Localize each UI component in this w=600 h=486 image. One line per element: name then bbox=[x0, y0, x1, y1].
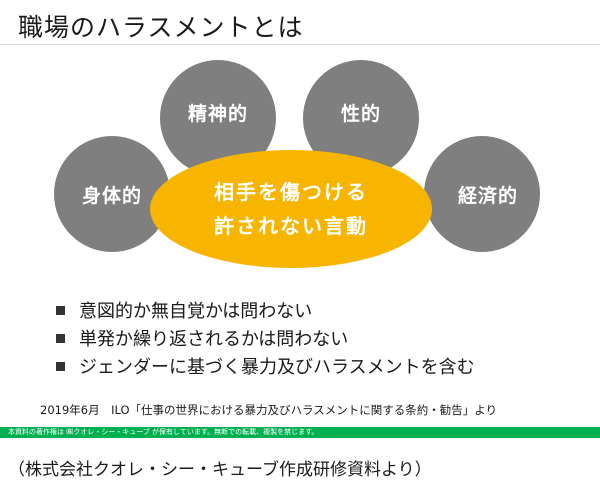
bullet-text: 意図的か無自覚かは問わない bbox=[79, 301, 313, 322]
circle-physical-label: 身体的 bbox=[81, 184, 142, 207]
center-ellipse: 相手を傷つける 許されない言動 bbox=[150, 150, 432, 268]
circle-mental: 精神的 bbox=[160, 60, 276, 176]
bullet-text: 単発か繰り返されるかは問わない bbox=[79, 329, 349, 350]
circle-mental-label: 精神的 bbox=[187, 102, 248, 125]
bullet-item: 単発か繰り返されるかは問わない bbox=[56, 324, 475, 352]
circle-sexual-label: 性的 bbox=[340, 102, 381, 125]
circle-physical: 身体的 bbox=[54, 136, 170, 252]
bullet-item: 意図的か無自覚かは問わない bbox=[56, 296, 475, 324]
slide-title: 職場のハラスメントとは bbox=[18, 13, 304, 42]
image-caption: （株式会社クオレ・シー・キューブ作成研修資料より） bbox=[8, 460, 432, 480]
slide: 職場のハラスメントとは 精神的 性的 身体的 経済的 相手を傷つける 許されない… bbox=[0, 13, 600, 438]
circle-economic-label: 経済的 bbox=[457, 184, 518, 207]
square-bullet-icon bbox=[56, 333, 65, 343]
square-bullet-icon bbox=[56, 305, 65, 315]
circle-economic: 経済的 bbox=[424, 136, 540, 252]
copyright-text: 本資料の著作権は ㈱クオレ・シー・キューブ が保有しています。無断での転載、複製… bbox=[8, 428, 319, 436]
bullet-item: ジェンダーに基づく暴力及びハラスメントを含む bbox=[56, 352, 475, 380]
center-line-2: 許されない言動 bbox=[214, 214, 368, 238]
center-line-1: 相手を傷つける bbox=[214, 180, 368, 204]
square-bullet-icon bbox=[56, 361, 65, 371]
source-note: 2019年6月 ILO「仕事の世界における暴力及びハラスメントに関する条約・勧告… bbox=[40, 403, 498, 417]
bullet-list: 意図的か無自覚かは問わない 単発か繰り返されるかは問わない ジェンダーに基づく暴… bbox=[56, 296, 475, 380]
copyright-bar: 本資料の著作権は ㈱クオレ・シー・キューブ が保有しています。無断での転載、複製… bbox=[0, 427, 600, 438]
bullet-text: ジェンダーに基づく暴力及びハラスメントを含む bbox=[79, 357, 475, 378]
title-divider bbox=[0, 44, 600, 45]
